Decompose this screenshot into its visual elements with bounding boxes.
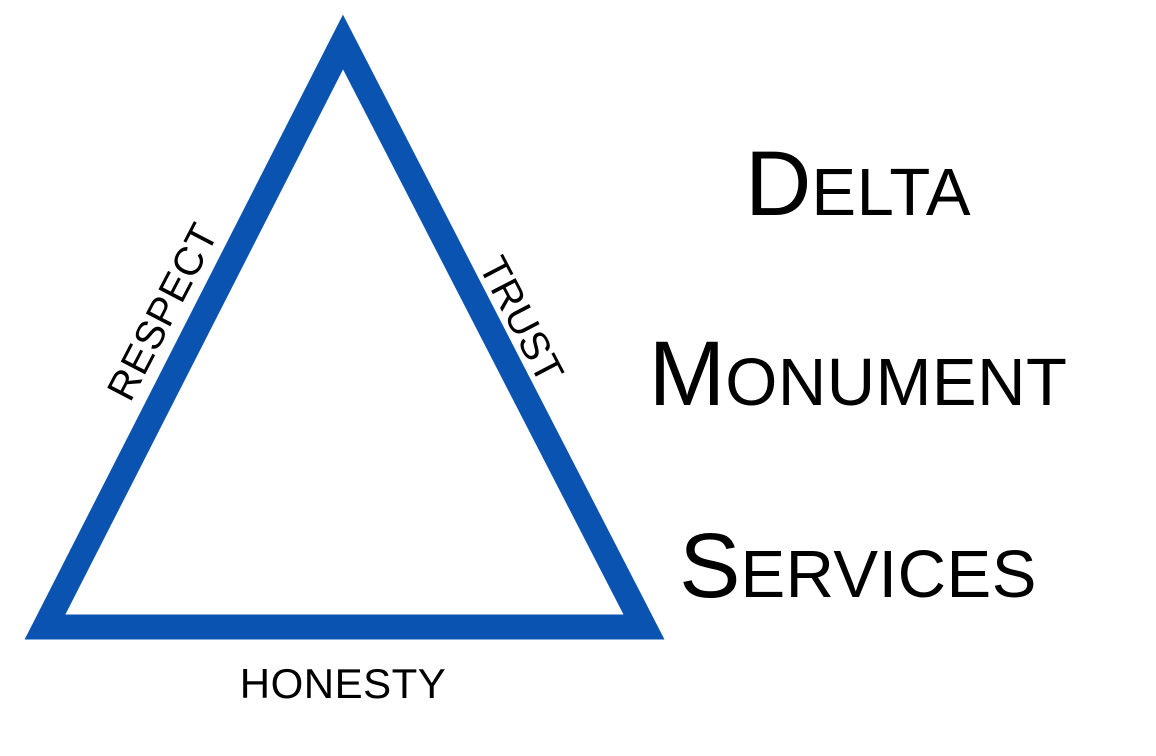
company-name-services-rest: ERVICES	[740, 537, 1037, 612]
company-name-delta-initial: D	[744, 133, 812, 235]
values-triangle-diagram: RESPECT TRUST HONESTY	[24, 14, 665, 705]
company-name-monument-initial: M	[648, 323, 726, 425]
triangle-shape	[24, 14, 665, 640]
company-name-monument-rest: ONUMENT	[725, 345, 1068, 420]
triangle-outline-icon	[24, 14, 665, 640]
company-name-line-monument: MONUMENT	[560, 328, 1156, 420]
company-name-delta-rest: ELTA	[811, 155, 972, 230]
company-name-line-delta: DELTA	[560, 138, 1156, 230]
triangle-label-honesty: HONESTY	[239, 660, 447, 707]
company-name-line-services: SERVICES	[560, 520, 1156, 612]
company-name-block: DELTA MONUMENT SERVICES	[560, 110, 1156, 630]
company-name-services-initial: S	[679, 515, 741, 617]
